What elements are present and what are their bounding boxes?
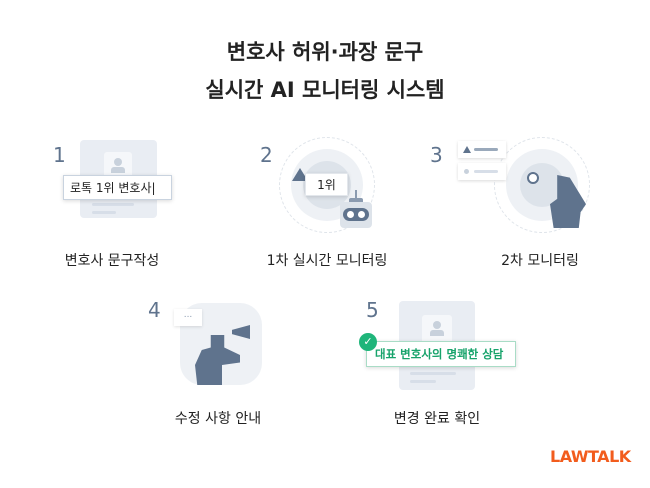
robot-icon: [340, 190, 372, 228]
lawtalk-logo: LAWTALK: [550, 447, 631, 466]
rank-badge: 1위: [305, 173, 348, 196]
alert-list-item: [458, 141, 506, 158]
text-input-illustration: 로톡 1위 변호사|: [63, 175, 172, 200]
step-label: 수정 사항 안내: [174, 411, 262, 427]
step-number: 4: [148, 298, 161, 322]
magnifier-icon: [527, 172, 539, 184]
step-number: 2: [260, 143, 273, 167]
check-icon: ✓: [359, 333, 377, 351]
speech-bubble: ...: [174, 309, 202, 326]
step-label: 변호사 문구작성: [64, 253, 160, 269]
monitor-ring: [279, 137, 375, 233]
step-label: 2차 모니터링: [501, 253, 579, 269]
step-label: 변경 완료 확인: [393, 411, 481, 427]
list-item: [458, 163, 506, 180]
step-number: 3: [430, 143, 443, 167]
megaphone-icon: [232, 325, 250, 339]
approved-text-tag: 대표 변호사의 명쾌한 상담: [366, 341, 516, 367]
step-number: 1: [53, 143, 66, 167]
title-line-2: 실시간 AI 모니터링 시스템: [205, 78, 445, 102]
title-line-1: 변호사 허위·과장 문구: [226, 40, 424, 64]
person-icon: [195, 335, 240, 385]
warning-icon: [292, 168, 308, 181]
monitor-ring: [494, 137, 590, 233]
step-number: 5: [366, 298, 379, 322]
card-bottom: [80, 200, 157, 218]
step-label: 1차 실시간 모니터링: [266, 253, 388, 269]
